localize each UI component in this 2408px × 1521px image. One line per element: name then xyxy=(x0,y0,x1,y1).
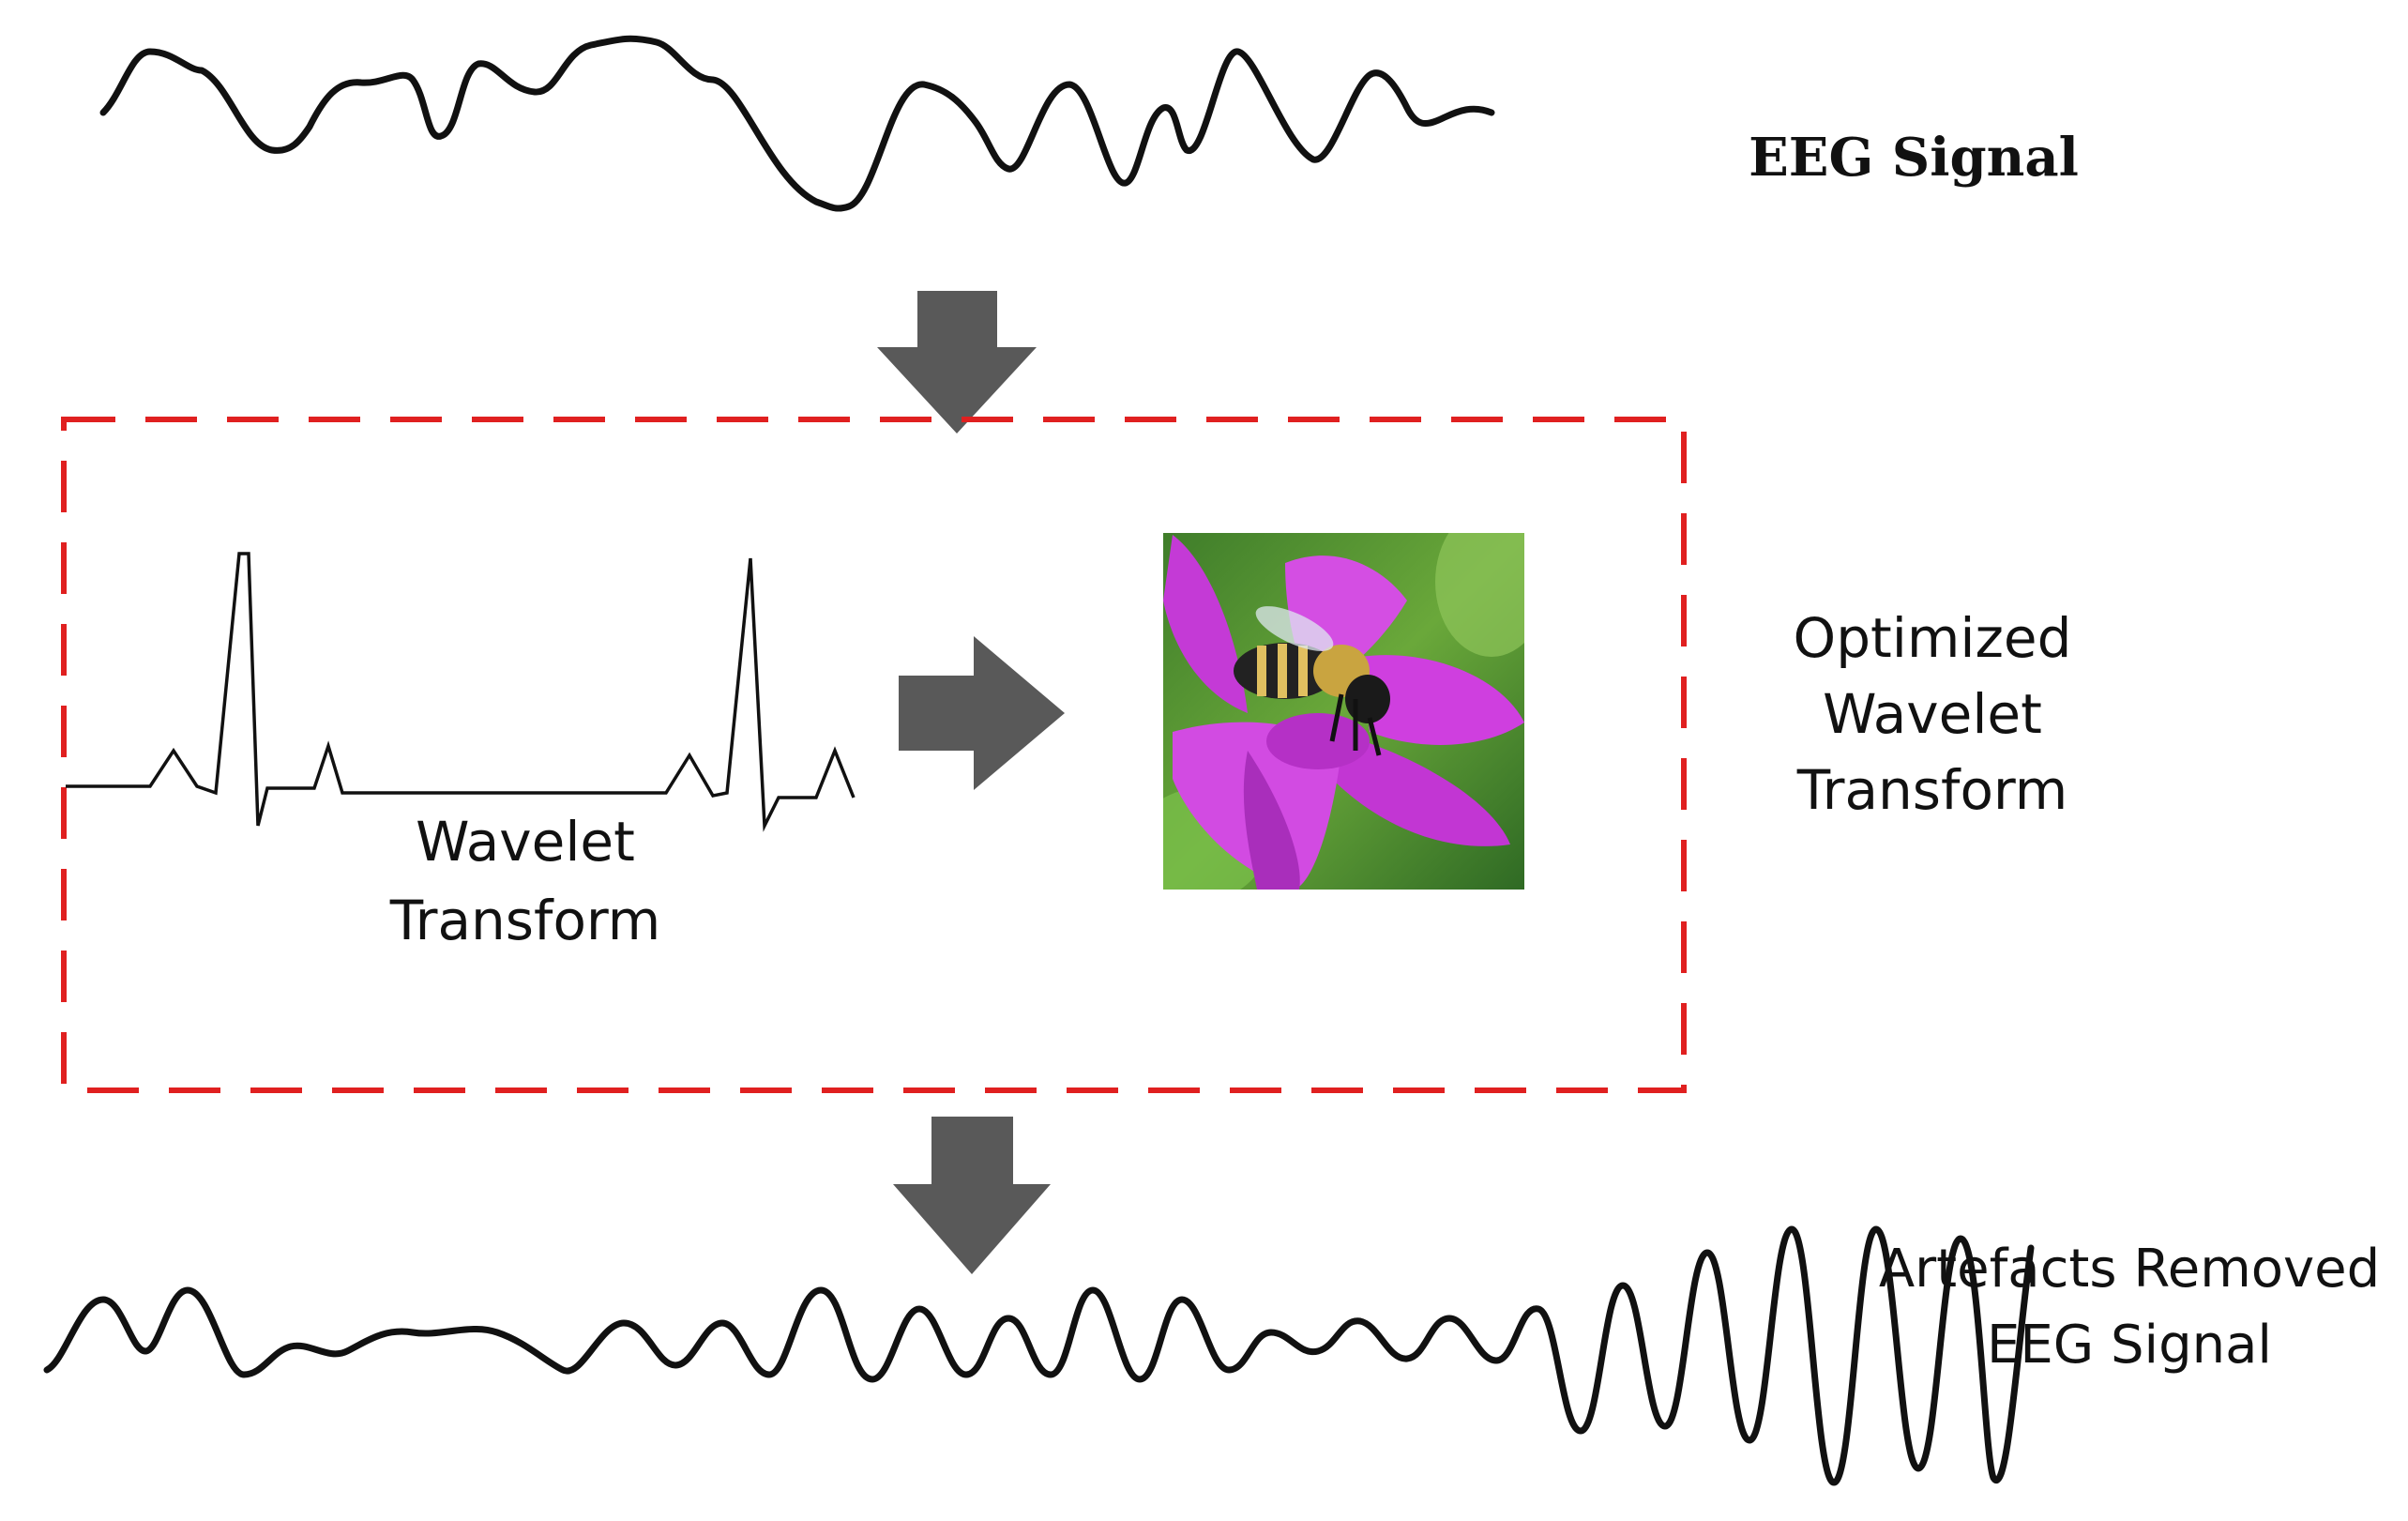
down-arrow-top xyxy=(877,291,1037,433)
wavelet-transform-label: Wavelet Transform xyxy=(389,810,661,953)
input-signal-label: EEG Signal xyxy=(1749,127,2079,189)
output-eeg-waveform xyxy=(43,1225,2035,1486)
wavelet-spike-waveform xyxy=(66,552,856,832)
input-eeg-waveform xyxy=(99,35,1495,212)
down-arrow-bottom xyxy=(893,1117,1051,1274)
bee-on-pink-flower-icon xyxy=(1163,533,1524,890)
optimized-wavelet-box xyxy=(61,417,1687,1093)
output-signal-label: Artefacts Removed EEG Signal xyxy=(1878,1239,2381,1377)
right-arrow-middle xyxy=(899,636,1065,790)
optimized-wavelet-transform-label: Optimized Wavelet Transform xyxy=(1793,606,2072,823)
